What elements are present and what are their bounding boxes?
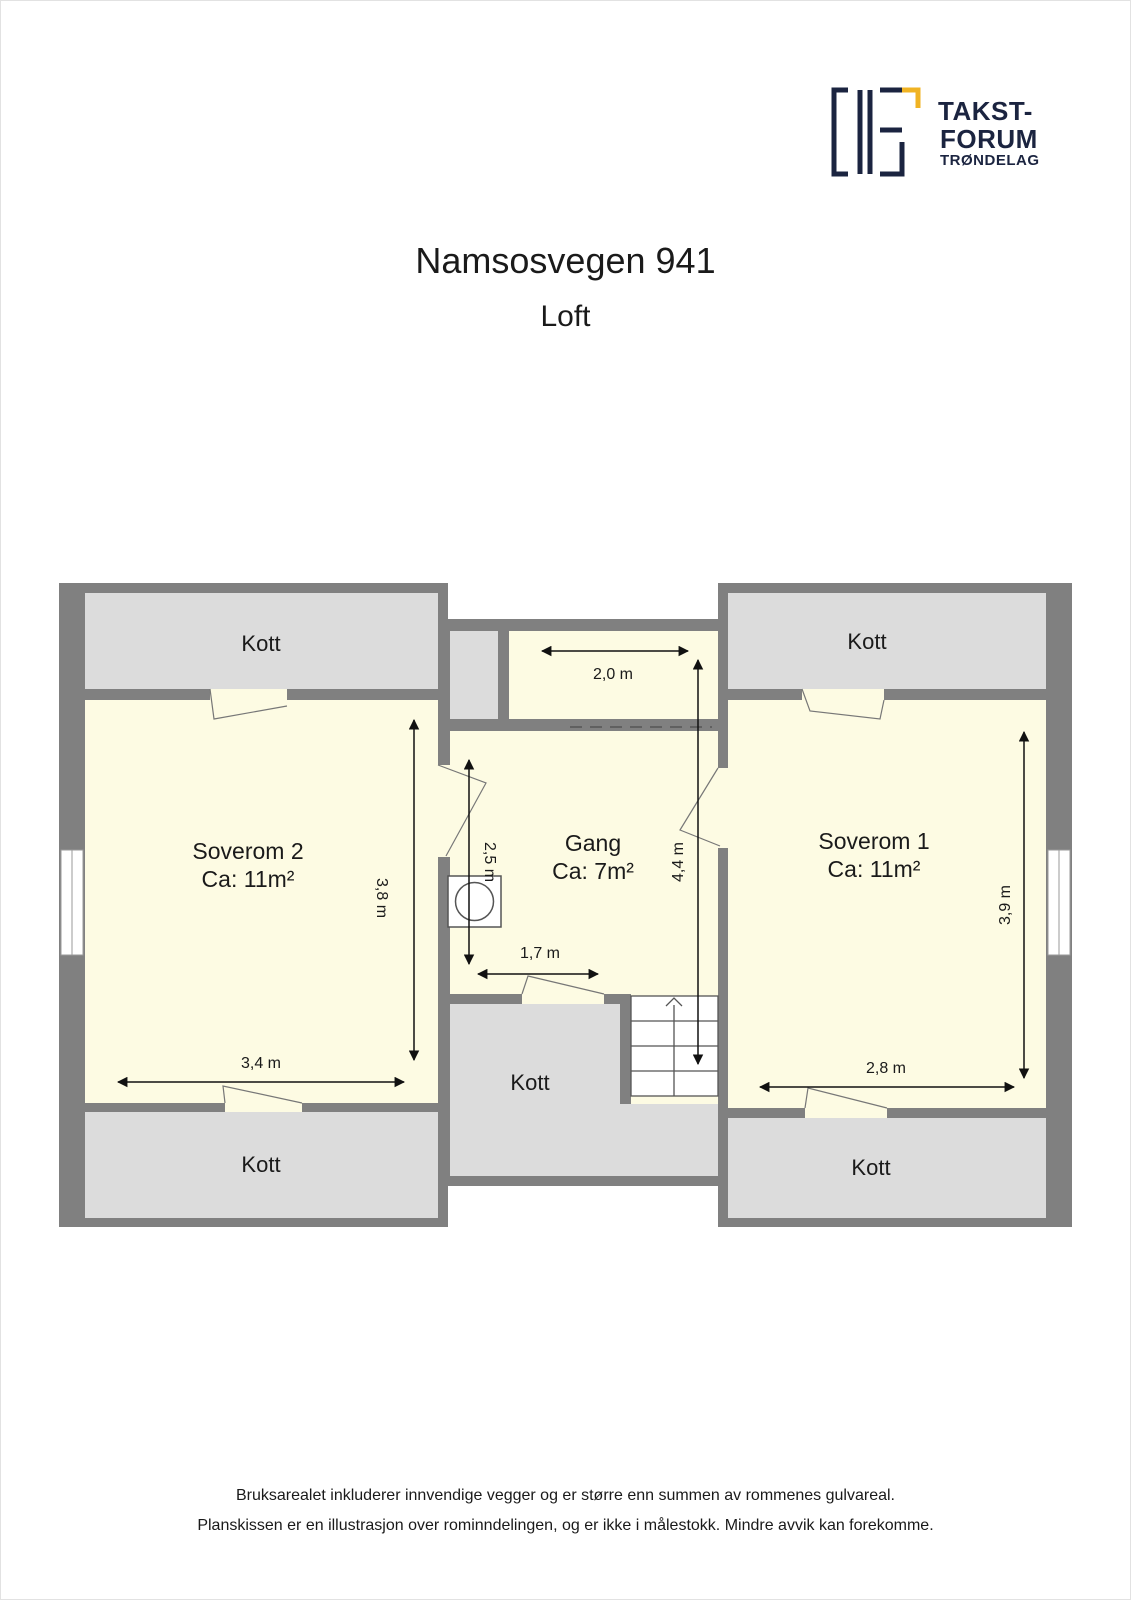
dim-soverom2-width-label: 3,4 m	[241, 1055, 281, 1072]
kott-bottom-center-area	[450, 1004, 718, 1176]
soverom2-area-label: Ca: 11m²	[202, 866, 295, 892]
soverom2-area	[85, 700, 438, 1103]
footer-note-2: Planskissen er en illustrasjon over romi…	[197, 1517, 934, 1534]
soverom1-area	[728, 700, 1046, 1108]
gang-name: Gang	[565, 830, 621, 856]
stairs	[630, 995, 719, 1097]
logo-line-1: TAKST-	[938, 96, 1033, 126]
kott-bottom-center-label: Kott	[510, 1070, 549, 1095]
dim-gang-width-label: 1,7 m	[520, 945, 560, 962]
kott-bottom-left-label: Kott	[241, 1152, 280, 1177]
page-title: Namsosvegen 941	[415, 240, 716, 281]
dim-soverom1-depth-label: 3,9 m	[997, 885, 1014, 925]
kott-bottom-right-area	[728, 1118, 1046, 1218]
chimney-icon	[447, 875, 502, 928]
small-closet-area	[450, 631, 498, 719]
soverom2-name: Soverom 2	[192, 838, 303, 864]
soverom1-area-label: Ca: 11m²	[828, 856, 921, 882]
logo-line-2: FORUM	[940, 124, 1038, 154]
dimension-lines	[116, 645, 1030, 1093]
kott-top-right-label: Kott	[847, 629, 886, 654]
kott-top-left-area	[85, 593, 438, 689]
dim-soverom2-depth-label: 3,8 m	[373, 878, 390, 918]
kott-top-right-area	[728, 593, 1046, 689]
door-swings	[209, 688, 888, 1109]
dim-gang-length-label: 4,4 m	[670, 842, 687, 882]
kott-top-left-label: Kott	[241, 631, 280, 656]
takstforum-logo-icon	[831, 87, 921, 177]
windows	[60, 849, 1071, 956]
dim-gang-side-label: 2,5 m	[481, 842, 498, 882]
gang-upper-area	[509, 631, 718, 719]
footer-note-1: Bruksarealet inkluderer innvendige vegge…	[236, 1487, 895, 1504]
kott-bottom-left-area	[85, 1112, 438, 1218]
logo-line-3: TRØNDELAG	[940, 152, 1040, 169]
soverom1-name: Soverom 1	[818, 828, 929, 854]
dim-soverom1-width-label: 2,8 m	[866, 1060, 906, 1077]
dim-gang-top-width-label: 2,0 m	[593, 666, 633, 683]
gang-area	[450, 731, 718, 994]
gang-area-label: Ca: 7m²	[552, 858, 634, 884]
kott-bottom-right-label: Kott	[851, 1155, 890, 1180]
floor-subtitle: Loft	[540, 300, 591, 333]
